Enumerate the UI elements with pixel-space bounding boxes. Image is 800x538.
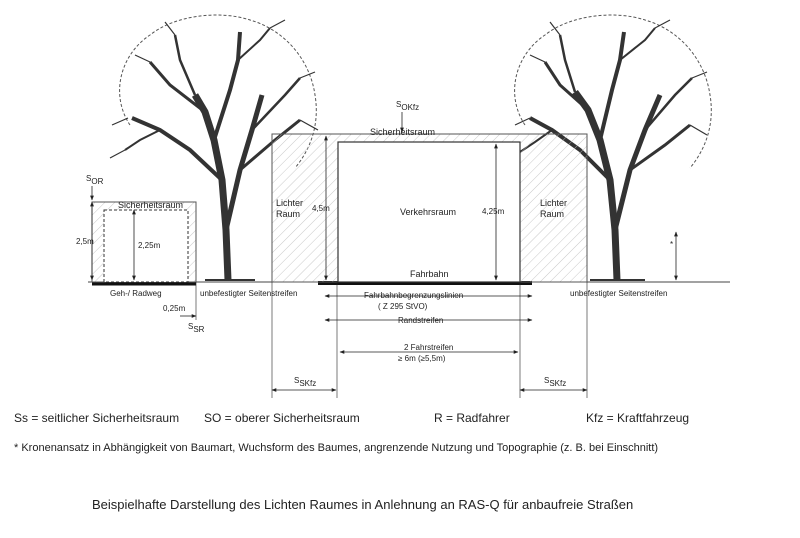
label-height-4-25: 4,25m <box>482 207 505 216</box>
verkehrsraum-box <box>337 141 521 283</box>
label-fahrstreifen-width: ≥ 6m (≥5,5m) <box>398 354 446 363</box>
label-fahrstreifen: 2 Fahrstreifen <box>404 343 454 352</box>
legend-ss: Ss = seitlicher Sicherheitsraum <box>14 411 180 425</box>
label-sicherheitsraum-top: Sicherheitsraum <box>370 127 436 137</box>
label-lichter-raum-left: Lichter Raum <box>276 198 304 219</box>
label-s-skfz-right: SSKfz <box>544 376 567 388</box>
radweg-clearance-box <box>103 209 189 283</box>
label-fahrbahnbegrenzung: Fahrbahnbegrenzungslinien <box>364 291 464 300</box>
legend-kfz: Kfz = Kraftfahrzeug <box>586 411 690 425</box>
tree-left-icon <box>109 14 319 281</box>
label-fahrbahn: Fahrbahn <box>410 269 449 279</box>
label-z295: ( Z 295 StVO) <box>378 302 428 311</box>
label-randstreifen: Randstreifen <box>398 316 444 325</box>
label-verkehrsraum: Verkehrsraum <box>400 207 457 217</box>
label-height-4-5: 4,5m <box>312 204 330 213</box>
label-width-0-25: 0,25m <box>163 304 186 313</box>
legend-r: R = Radfahrer <box>434 411 510 425</box>
caption: Beispielhafte Darstellung des Lichten Ra… <box>92 497 634 512</box>
label-s-skfz-left: SSKfz <box>294 376 317 388</box>
label-s-sr: SSR <box>188 322 205 334</box>
legend-so: SO = oberer Sicherheitsraum <box>204 411 360 425</box>
label-star: * <box>670 240 674 249</box>
label-s-or: SOR <box>86 174 104 186</box>
label-unbefestigt-right: unbefestigter Seitenstreifen <box>570 289 668 298</box>
label-s-okfz: SOKfz <box>396 100 420 112</box>
label-sicherheitsraum-left: Sicherheitsraum <box>118 200 184 210</box>
footnote: * Kronenansatz in Abhängigkeit von Bauma… <box>14 442 659 454</box>
label-height-2-5: 2,5m <box>76 237 94 246</box>
label-geh-radweg: Geh-/ Radweg <box>110 289 162 298</box>
label-unbefestigt-left: unbefestigter Seitenstreifen <box>200 289 298 298</box>
label-lichter-raum-right: Lichter Raum <box>540 198 568 219</box>
label-height-2-25: 2,25m <box>138 241 161 250</box>
